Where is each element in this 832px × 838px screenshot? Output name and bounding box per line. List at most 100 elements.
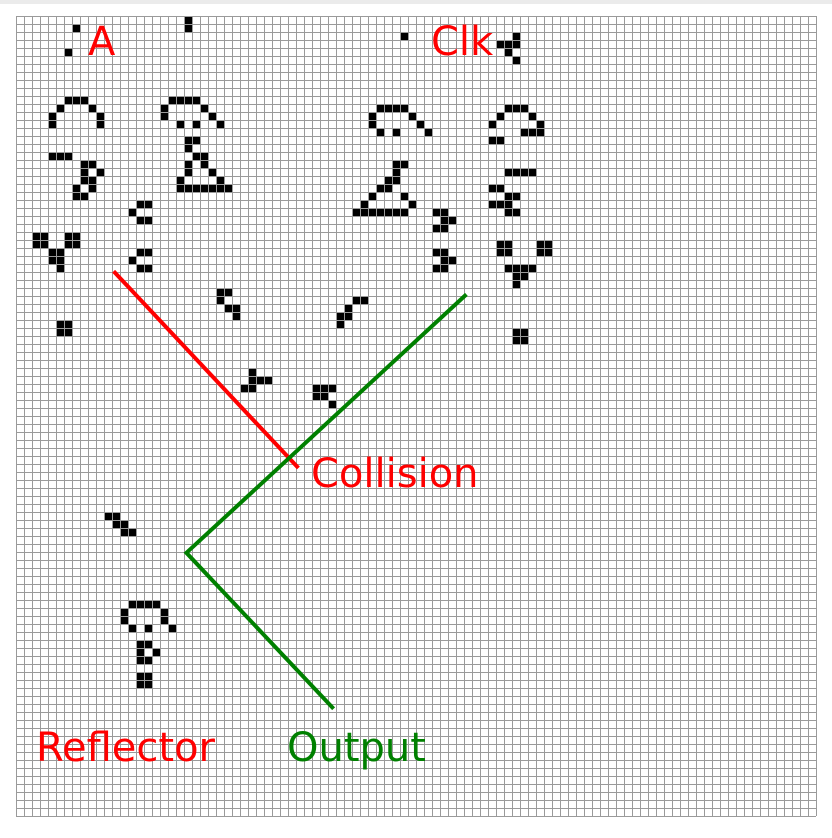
- live-cell: [200, 104, 208, 112]
- live-cell: [120, 528, 128, 536]
- live-cell: [496, 40, 504, 48]
- live-cell: [32, 240, 40, 248]
- live-cell: [520, 264, 528, 272]
- live-cell: [504, 104, 512, 112]
- live-cell: [192, 136, 200, 144]
- live-cell: [488, 200, 496, 208]
- live-cell: [144, 624, 152, 632]
- live-cell: [400, 160, 408, 168]
- live-cell: [424, 128, 432, 136]
- live-cell: [504, 40, 512, 48]
- live-cell: [152, 648, 160, 656]
- live-cell: [512, 264, 520, 272]
- live-cell: [160, 104, 168, 112]
- live-cell: [96, 168, 104, 176]
- live-cell: [112, 520, 120, 528]
- live-cell: [144, 680, 152, 688]
- live-cell: [56, 328, 64, 336]
- live-cell: [88, 176, 96, 184]
- live-cell: [496, 136, 504, 144]
- live-cell: [208, 184, 216, 192]
- live-cell: [216, 288, 224, 296]
- live-cell: [376, 104, 384, 112]
- live-cell: [432, 264, 440, 272]
- live-cell: [496, 184, 504, 192]
- live-cell: [496, 200, 504, 208]
- live-cell: [440, 216, 448, 224]
- live-cell: [136, 248, 144, 256]
- live-cell: [80, 176, 88, 184]
- live-cell: [504, 264, 512, 272]
- live-cell: [136, 600, 144, 608]
- input-a-label: A: [88, 19, 116, 65]
- live-cell: [184, 160, 192, 168]
- live-cell: [144, 600, 152, 608]
- live-cell: [408, 112, 416, 120]
- live-cell: [312, 384, 320, 392]
- live-cell: [520, 104, 528, 112]
- live-cell: [384, 208, 392, 216]
- live-cell: [64, 232, 72, 240]
- live-cell: [48, 248, 56, 256]
- live-cell: [48, 152, 56, 160]
- live-cell: [104, 512, 112, 520]
- live-cell: [136, 656, 144, 664]
- live-cell: [216, 296, 224, 304]
- live-cell: [64, 240, 72, 248]
- live-cell: [400, 104, 408, 112]
- live-cell: [416, 120, 424, 128]
- live-cell: [360, 200, 368, 208]
- live-cell: [496, 248, 504, 256]
- live-cell: [80, 168, 88, 176]
- live-cell: [144, 264, 152, 272]
- live-cell: [176, 120, 184, 128]
- live-cell: [400, 192, 408, 200]
- live-cell: [136, 216, 144, 224]
- live-cell: [504, 208, 512, 216]
- live-cell: [312, 392, 320, 400]
- live-cell: [232, 304, 240, 312]
- live-cell: [136, 640, 144, 648]
- live-cell: [488, 136, 496, 144]
- live-cell: [392, 208, 400, 216]
- live-cell: [184, 16, 192, 24]
- live-cell: [328, 400, 336, 408]
- live-cell: [512, 328, 520, 336]
- live-cell: [72, 184, 80, 192]
- live-cell: [136, 680, 144, 688]
- live-cell: [160, 616, 168, 624]
- live-cell: [128, 256, 136, 264]
- live-cell: [448, 256, 456, 264]
- live-cell: [192, 120, 200, 128]
- live-cell: [536, 120, 544, 128]
- live-cell: [56, 264, 64, 272]
- live-cell: [392, 128, 400, 136]
- live-cell: [208, 168, 216, 176]
- live-cell: [504, 248, 512, 256]
- live-cell: [320, 392, 328, 400]
- grid-lines: [16, 16, 817, 817]
- live-cell: [440, 248, 448, 256]
- live-cells: [32, 16, 552, 688]
- live-cell: [392, 160, 400, 168]
- live-cell: [352, 296, 360, 304]
- live-cell: [528, 128, 536, 136]
- live-cell: [56, 320, 64, 328]
- live-cell: [80, 160, 88, 168]
- signal-paths: [112, 269, 468, 711]
- live-cell: [432, 208, 440, 216]
- live-cell: [72, 96, 80, 104]
- live-cell: [56, 248, 64, 256]
- live-cell: [408, 200, 416, 208]
- live-cell: [144, 640, 152, 648]
- live-cell: [264, 376, 272, 384]
- live-cell: [528, 112, 536, 120]
- live-cell: [192, 152, 200, 160]
- live-cell: [448, 216, 456, 224]
- live-cell: [144, 216, 152, 224]
- live-cell: [240, 384, 248, 392]
- live-cell: [184, 144, 192, 152]
- live-cell: [136, 264, 144, 272]
- live-cell: [248, 384, 256, 392]
